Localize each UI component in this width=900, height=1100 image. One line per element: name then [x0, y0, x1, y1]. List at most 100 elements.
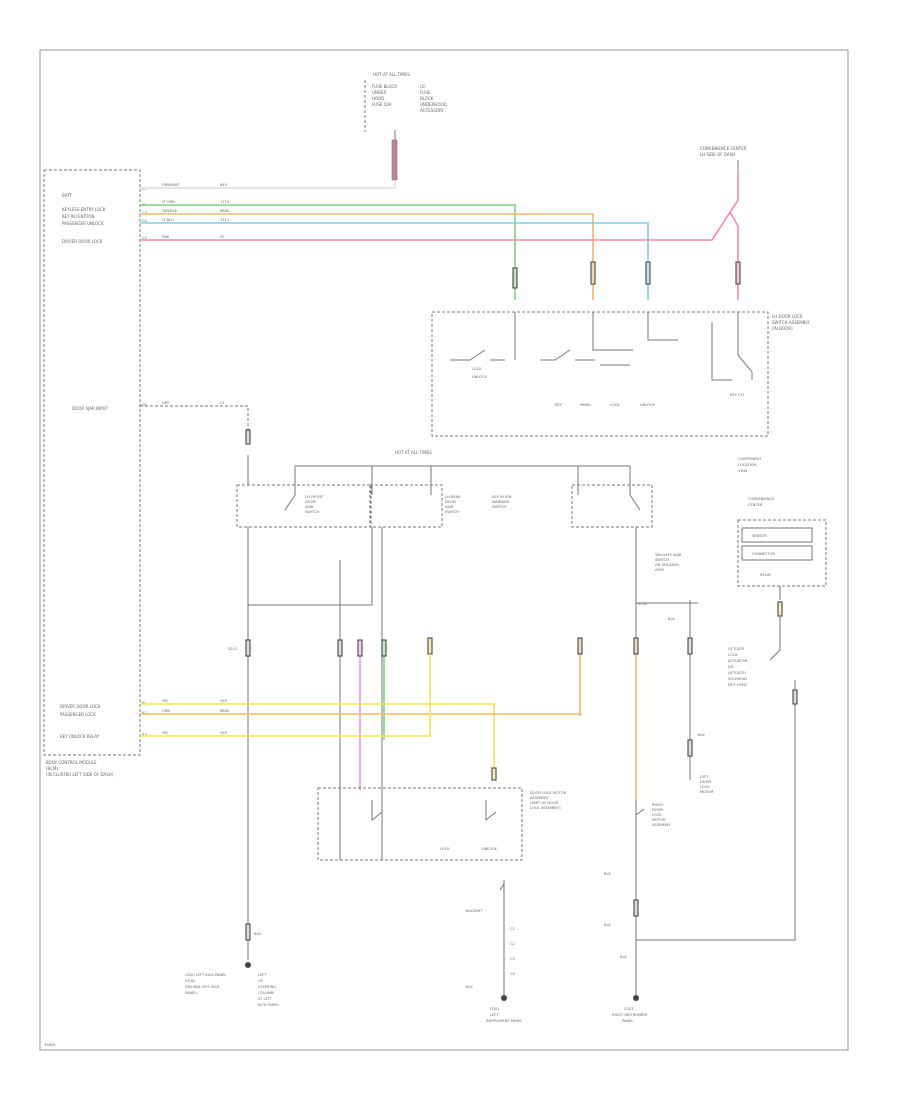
motor-line2: ASSEMBLY	[530, 796, 549, 800]
circuit-batt: 640	[220, 183, 228, 187]
wire-tag-3: BLK	[698, 733, 705, 737]
module-header-2: LOCATION	[738, 463, 756, 467]
act-line5: LIFTGATE)	[728, 671, 747, 675]
door-switch-line1: LH DOOR LOCK	[772, 314, 803, 319]
wire-yellow-1	[140, 703, 495, 775]
bcm-pin-b2: B2	[142, 711, 147, 715]
rmid-line2: DOOR	[652, 808, 663, 812]
fuse-line-1: FUSE BLOCK	[372, 84, 397, 89]
act-line6: SOLENOID	[728, 677, 747, 681]
bcm-pin-c3: C3	[142, 211, 147, 215]
wire-yellow-2	[140, 654, 431, 737]
bcm-label-line3: (IN CLUSTER LEFT SIDE OF DASH)	[46, 772, 114, 777]
bcm-pin-name-keyless: KEYLESS ENTRY LOCK	[62, 207, 106, 212]
door-switch-unlock: UNLOCK	[472, 375, 488, 379]
code-cyan: LT BLU	[162, 218, 174, 222]
fuse-right-4: UNDERHOOD	[420, 102, 447, 107]
bcm-pin-b1: B1	[142, 701, 147, 705]
lmotor-line1: LEFT	[700, 775, 709, 779]
bcm-pin-name-driver: DRIVER DOOR LOCK	[62, 239, 103, 244]
bcm-pin-name-key-unlock: KEY UNLOCK RELAY	[60, 734, 100, 739]
act-line4: (IN	[728, 665, 733, 669]
motor-unlock: UNLOCK	[482, 847, 498, 851]
rmid-line4: MOTOR	[652, 818, 666, 822]
bcm-pin-name-passenger-lock: PASSENGER LOCK	[60, 712, 96, 717]
connector-c1: C1	[510, 927, 515, 931]
door-ajar-wire: GRY C1	[140, 401, 251, 445]
g201-line3: INSTRUMENT PANEL	[486, 1019, 522, 1023]
fuse-right-5: ACCESSORY	[420, 108, 445, 113]
ground-g200-symbol	[245, 962, 251, 968]
door-switch-keycyl: KEY CYL	[730, 393, 745, 397]
code-pink: PNK	[162, 235, 170, 239]
hot-at-all-times-top: HOT AT ALL TIMES	[373, 72, 410, 77]
rmid-line3: LOCK	[652, 813, 662, 817]
act-line3: ACTUATOR	[728, 659, 748, 663]
act-line1: LIFTGATE	[728, 647, 745, 651]
bcm-bottom-wires: YEL 295 ORN 6880 YEL 295	[140, 654, 581, 781]
bcm-pin-c6: C6	[142, 403, 148, 407]
circuit-cyan: 1711	[220, 218, 229, 222]
circuit-green: 1710	[220, 200, 230, 204]
circuit-b2: 6880	[220, 709, 230, 713]
fuse-line-3: HOOD	[372, 96, 384, 101]
lmotor-line3: LOCK	[700, 785, 710, 789]
bcm-pin-c1: C1	[142, 187, 147, 191]
ground-top-right-1: CONVENIENCE CENTER	[700, 146, 747, 151]
ground-g203-symbol	[633, 995, 639, 1001]
module-relay: RELAY	[760, 573, 772, 577]
circuit-b3: 295	[220, 731, 227, 735]
fuse-right-1: (2)	[420, 84, 426, 89]
bcm-pin-b3: B3	[142, 733, 147, 737]
door-lock-motor-assembly: LOCK UNLOCK DOOR LOCK MOTOR ASSEMBLY (PA…	[317, 787, 567, 861]
convenience-center-ground: CONVENIENCE CENTER LH SIDE OF DASH	[700, 146, 747, 172]
gmid-line5: AT LEFT	[258, 997, 273, 1001]
fuse-block-top: HOT AT ALL TIMES FUSE BLOCK UNDER HOOD F…	[364, 72, 447, 181]
bcm-label-line2: (BCM)	[46, 766, 58, 771]
connector-c2: C2	[510, 942, 515, 946]
connector-c3: C3	[510, 957, 515, 961]
door-switch-line3: (IN DOOR)	[772, 326, 793, 331]
bcm-pin-name-door-ajar: DOOR AJAR INPUT	[72, 406, 109, 411]
door-switch-line2: SWITCH ASSEMBLY	[772, 320, 810, 325]
bcm-pin-name-batt: BATT	[62, 193, 73, 198]
module-header-3: VIEW	[738, 469, 748, 473]
sw1-line3: AJAR	[305, 505, 314, 509]
gate-line1: TAILGATE AJAR	[654, 553, 682, 557]
lmotor-line2: DOOR	[700, 780, 711, 784]
bcm-pin-c5: C5	[142, 236, 147, 240]
bcm-pin-name-driver-lock: DRIVER DOOR LOCK	[60, 704, 101, 709]
body-control-module: BODY CONTROL MODULE (BCM) (IN CLUSTER LE…	[43, 169, 148, 777]
door-lock-switch-assembly: LH DOOR LOCK SWITCH ASSEMBLY (IN DOOR) L…	[431, 311, 810, 437]
fuse-line-4: FUSE 10A	[372, 102, 392, 107]
g203-line3: PANEL	[622, 1019, 633, 1023]
hot-at-all-times-mid: HOT AT ALL TIMES	[395, 450, 432, 455]
bcm-pin-name-key: KEY IN IGNITION	[62, 214, 95, 219]
g203-line2: RIGHT INSTRUMENT	[612, 1013, 649, 1017]
door-switch-lock: LOCK	[472, 367, 482, 371]
g200-line1: G200 LEFT KICK PANEL	[185, 973, 226, 977]
circuit-b1: 295	[220, 699, 227, 703]
module-title-2: CENTER	[748, 503, 763, 507]
wire-pink	[140, 172, 739, 241]
wire-orange	[140, 213, 594, 300]
door-switch-bottom-3: LOCK	[610, 403, 620, 407]
wire-orange-2	[140, 713, 581, 716]
sw1-line2: DOOR	[305, 500, 316, 504]
sw3-line1: KEY IN IGN	[492, 495, 512, 499]
code-door-ajar: GRY	[162, 401, 170, 405]
page-label: 39830	[44, 1043, 56, 1047]
grounds: G200 LEFT KICK PANEL STUD (BEHIND LEFT K…	[185, 872, 649, 1023]
wire-cyan	[140, 222, 649, 300]
code-batt: ORN/WHT	[162, 183, 180, 187]
gate-line2: SWITCH	[655, 558, 669, 562]
wire-tag-5: BLK/WHT	[466, 909, 483, 913]
door-switch-bottom-2: PANEL	[580, 403, 591, 407]
wire-tag-2: BLK	[620, 955, 627, 959]
module-header-1: COMPONENT	[738, 457, 762, 461]
module-title-1: CONVENIENCE	[748, 497, 775, 501]
rmid-line5: ASSEMBLY	[652, 823, 671, 827]
g200-line3: (BEHIND LEFT KICK	[185, 985, 220, 989]
g200-line2: STUD	[185, 979, 195, 983]
